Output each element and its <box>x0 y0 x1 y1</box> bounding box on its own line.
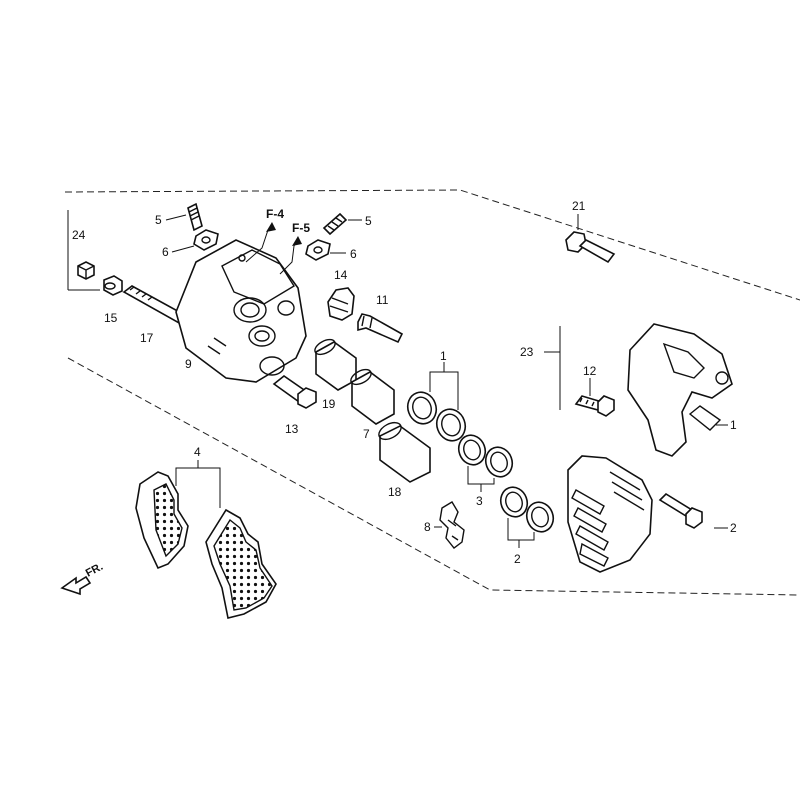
ref-f4-label: F-4 <box>266 207 284 221</box>
label-5a: 5 <box>155 213 162 227</box>
section-borders <box>64 189 800 596</box>
label-1b: 1 <box>730 418 737 432</box>
part-2-seal-set: 2 <box>499 486 555 566</box>
label-8: 8 <box>424 520 431 534</box>
part-19-piston: 19 <box>314 338 357 411</box>
label-7: 7 <box>363 427 370 441</box>
part-11-slide-pin: 11 <box>357 293 404 344</box>
part-5-bleeder-left: 5 <box>155 202 203 232</box>
caliper-body <box>175 239 307 383</box>
label-6a: 6 <box>162 245 169 259</box>
part-24-nut: 24 <box>72 228 95 280</box>
ref-f5-label: F-5 <box>292 221 310 235</box>
label-5b: 5 <box>365 214 372 228</box>
part-7-piston: 7 <box>350 368 395 441</box>
part-6-cap-right: 6 <box>305 239 357 261</box>
part-21-bolt: 21 <box>565 199 616 264</box>
part-6-cap-left: 6 <box>162 229 219 259</box>
part-15-plug: 15 <box>103 275 123 325</box>
label-19: 19 <box>322 397 336 411</box>
part-8-clip: 8 <box>424 501 465 549</box>
part-23-bracket: 23 <box>520 323 733 457</box>
label-11: 11 <box>376 293 389 307</box>
part-1-edge: 1 <box>716 418 737 432</box>
label-13: 13 <box>285 422 299 436</box>
front-label: FR. <box>84 561 105 580</box>
label-3: 3 <box>476 494 483 508</box>
label-9: 9 <box>185 357 192 371</box>
part-13-bolt: 13 <box>272 375 317 436</box>
label-4: 4 <box>194 445 201 459</box>
label-17: 17 <box>140 331 154 345</box>
label-18: 18 <box>388 485 402 499</box>
outer-caliper-half <box>567 455 653 573</box>
label-24: 24 <box>72 228 86 242</box>
reference-f5: F-5 <box>279 221 310 275</box>
part-1-seal-set: 1 <box>406 349 467 442</box>
part-5-bleeder-right: 5 <box>322 212 372 236</box>
label-2b: 2 <box>730 521 737 535</box>
label-6b: 6 <box>350 247 357 261</box>
part-18-piston: 18 <box>378 421 431 499</box>
label-15: 15 <box>104 311 118 325</box>
label-2: 2 <box>514 552 521 566</box>
label-21: 21 <box>572 199 586 213</box>
label-12: 12 <box>583 364 597 378</box>
front-direction-arrow: FR. <box>60 561 105 596</box>
part-12-bolt: 12 <box>574 364 615 417</box>
part-2-edge-bolt: 2 <box>658 492 737 535</box>
part-14-boot: 14 <box>327 268 355 321</box>
part-3-seal-set: 3 <box>457 434 514 508</box>
reference-f4: F-4 <box>245 207 284 263</box>
label-1: 1 <box>440 349 447 363</box>
label-14: 14 <box>334 268 348 282</box>
label-23: 23 <box>520 345 534 359</box>
part-4-brake-pads: 4 <box>135 445 277 619</box>
